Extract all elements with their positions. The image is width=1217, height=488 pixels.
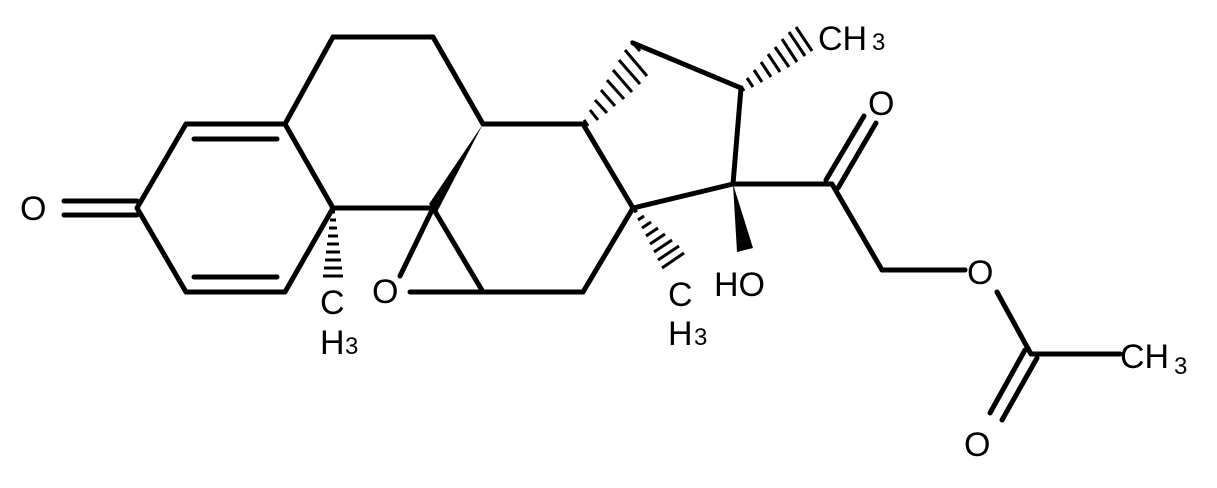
bond-c17-c13 [630,181,736,211]
label-sub3-c10: 3 [345,333,358,360]
label-ch-acetyl: CH [1120,338,1169,376]
bond-c20-o-b [835,120,879,191]
bond-c5-c6 [282,34,336,127]
label-o-side-ketone: O [868,85,894,123]
label-c-c10: C [320,284,345,322]
label-sub3-acetyl: 3 [1174,353,1187,380]
label-sub3-c16: 3 [872,29,885,56]
bond-c13-c12 [580,205,636,295]
bond-cacyl-o-a [987,347,1028,416]
bond-c20-c21 [829,181,885,273]
hash-c10-methyl [323,210,343,278]
bond-c10-c1 [282,205,336,295]
bond-c15-c16 [630,40,744,91]
bond-c7-c8 [430,34,486,127]
bond-c3-c4 [134,121,189,211]
hash-c16-methyl [739,26,814,92]
label-o-acetyl: O [964,426,990,464]
label-c-c13: C [668,276,693,314]
bond-c20-o-a [823,113,867,183]
wedge-c8-c9 [429,124,483,212]
label-ch-c16: CH [818,20,867,58]
bond-cacyl-o-b [999,355,1040,423]
bond-c2-c3 [134,205,189,295]
bond-c11-c9 [430,205,486,295]
label-o-ketone: O [20,190,46,228]
label-o-epoxide: O [372,273,398,311]
label-sub3-c13: 3 [694,324,707,351]
label-h-c13: H [668,315,693,353]
hash-c14-c15 [582,39,649,127]
label-h-c10: H [320,324,345,362]
hash-c13-methyl [633,208,685,270]
bond-c9-o [397,205,436,279]
bond-c16-c17 [730,85,744,187]
label-o-ester: O [967,254,993,292]
wedge-c17-oh [733,184,753,252]
bond-c5-c10 [282,121,336,211]
bond-o-cacyl [994,289,1034,357]
label-oh: HO [714,266,765,304]
bond-c14-c13 [580,121,636,211]
